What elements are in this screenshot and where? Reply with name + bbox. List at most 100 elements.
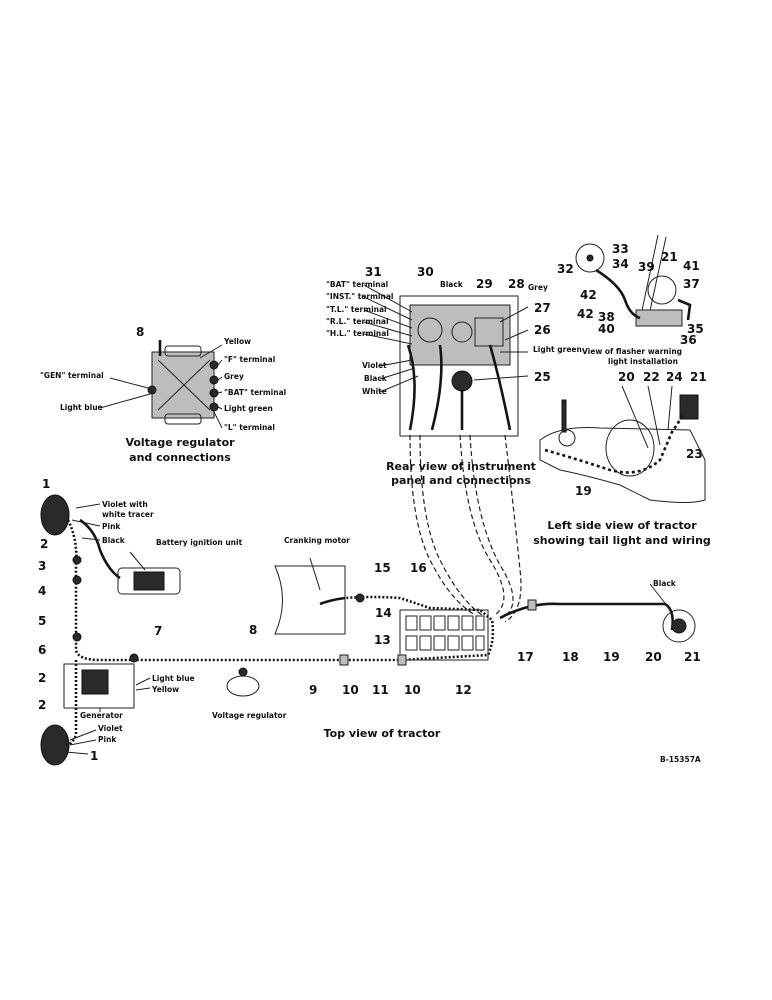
- top-view-caption: Top view of tractor: [324, 727, 441, 740]
- regulator-bottom-tab: [164, 413, 202, 425]
- part-number-8: 8: [136, 325, 144, 339]
- cranking-motor: [274, 565, 346, 635]
- label-black-tail: Black: [653, 579, 677, 588]
- part-number-10: 10: [342, 683, 359, 697]
- part-number-20: 20: [645, 650, 662, 664]
- part-number-1-b: 1: [90, 749, 98, 763]
- instrument-cluster: [409, 304, 511, 366]
- label-pink: Pink: [102, 522, 121, 531]
- label-l-terminal: "L" terminal: [224, 423, 275, 432]
- part-number-41: 41: [683, 259, 700, 273]
- part-number-23: 23: [686, 447, 703, 461]
- part-number-31: 31: [365, 265, 382, 279]
- part-number-38: 38: [598, 310, 615, 324]
- part-number-16: 16: [410, 561, 427, 575]
- part-number-21: 21: [690, 370, 707, 384]
- tail-light-side: [679, 394, 699, 420]
- part-number-4: 4: [38, 584, 46, 598]
- label-tl-terminal: "T.L." terminal: [326, 305, 387, 314]
- part-number-8: 8: [249, 623, 257, 637]
- instrument-caption-line1: Rear view of instrument: [386, 460, 536, 473]
- instrument-panel-detail: "BAT" terminal "INST." terminal "T.L." t…: [326, 265, 582, 487]
- label-inst-terminal: "INST." terminal: [326, 292, 393, 301]
- left-side-caption-line1: Left side view of tractor: [547, 519, 697, 532]
- part-number-9: 9: [309, 683, 317, 697]
- label-pink-2: Pink: [98, 735, 117, 744]
- headlight-front: [40, 494, 70, 536]
- part-number-7: 7: [154, 624, 162, 638]
- part-number-42-b: 42: [577, 307, 594, 321]
- label-light-green: Light green: [224, 404, 273, 413]
- label-grey: Grey: [528, 283, 548, 292]
- part-number-19: 19: [603, 650, 620, 664]
- flasher-lamp: [575, 243, 605, 273]
- part-number-37: 37: [683, 277, 700, 291]
- label-gen-terminal: "GEN" terminal: [40, 371, 104, 380]
- part-number-21: 21: [684, 650, 701, 664]
- label-white: White: [362, 387, 387, 396]
- part-number-42: 42: [580, 288, 597, 302]
- part-number-36: 36: [680, 333, 697, 347]
- tail-light: [662, 609, 696, 643]
- instrument-panel-frame: [399, 295, 519, 437]
- part-number-25: 25: [534, 370, 551, 384]
- part-number-34: 34: [612, 257, 629, 271]
- part-number-6: 6: [38, 643, 46, 657]
- generator: [63, 663, 135, 709]
- left-side-view: 20 22 24 21 23 19 Left side view of trac…: [533, 370, 711, 547]
- label-rl-terminal: "R.L." terminal: [326, 317, 389, 326]
- label-violet: Violet: [98, 724, 123, 733]
- flasher-detail: 33 21 41 32 34 39 37 42 42 38 40 35 36 V…: [557, 234, 704, 366]
- figure-code: B-15357A: [660, 755, 701, 764]
- label-battery-ignition-unit: Battery ignition unit: [156, 538, 243, 547]
- flasher-caption-line2: light installation: [608, 357, 678, 366]
- top-view-tractor: 1 2 3 4 5 6 7 2 2 1 8 9 10 11 10 12 13 1…: [38, 477, 701, 766]
- dashed-cable-bundle: [409, 434, 522, 623]
- part-number-26: 26: [534, 323, 551, 337]
- part-number-35: 35: [687, 322, 704, 336]
- part-number-2-b: 2: [38, 671, 46, 685]
- label-voltage-regulator: Voltage regulator: [212, 711, 287, 720]
- label-bat-terminal: "BAT" terminal: [326, 280, 388, 289]
- headlight-rear: [40, 724, 70, 766]
- part-number-39: 39: [638, 260, 655, 274]
- battery: [399, 609, 489, 661]
- label-light-green: Light green: [533, 345, 582, 354]
- part-number-19: 19: [575, 484, 592, 498]
- part-number-11: 11: [372, 683, 389, 697]
- battery-ignition-unit: [117, 567, 181, 595]
- label-black-2: Black: [364, 374, 388, 383]
- label-violet-with: Violet with: [102, 500, 148, 509]
- label-hl-terminal: "H.L." terminal: [326, 329, 389, 338]
- label-yellow: Yellow: [151, 685, 179, 694]
- label-bat-terminal: "BAT" terminal: [224, 388, 286, 397]
- part-number-21: 21: [661, 250, 678, 264]
- part-number-1: 1: [42, 477, 50, 491]
- label-cranking-motor: Cranking motor: [284, 536, 350, 545]
- part-number-12: 12: [455, 683, 472, 697]
- instrument-caption-line2: panel and connections: [391, 474, 531, 487]
- part-number-33: 33: [612, 242, 629, 256]
- part-number-24: 24: [666, 370, 683, 384]
- label-grey: Grey: [224, 372, 244, 381]
- label-white-tracer: white tracer: [102, 510, 154, 519]
- part-number-27: 27: [534, 301, 551, 315]
- label-f-terminal: "F" terminal: [224, 355, 275, 364]
- part-number-15: 15: [374, 561, 391, 575]
- regulator-caption-line2: and connections: [129, 451, 231, 464]
- part-number-29: 29: [476, 277, 493, 291]
- left-side-caption-line2: showing tail light and wiring: [533, 534, 711, 547]
- part-number-40: 40: [598, 322, 615, 336]
- regulator-top-tab: [164, 345, 202, 357]
- part-number-14: 14: [375, 606, 392, 620]
- flasher-caption-line1: View of flasher warning: [582, 347, 682, 356]
- part-number-2: 2: [40, 537, 48, 551]
- label-light-blue: Light blue: [152, 674, 195, 683]
- part-number-2-c: 2: [38, 698, 46, 712]
- part-number-5: 5: [38, 614, 46, 628]
- part-number-3: 3: [38, 559, 46, 573]
- label-yellow: Yellow: [223, 337, 251, 346]
- label-violet: Violet: [362, 361, 387, 370]
- part-number-32: 32: [557, 262, 574, 276]
